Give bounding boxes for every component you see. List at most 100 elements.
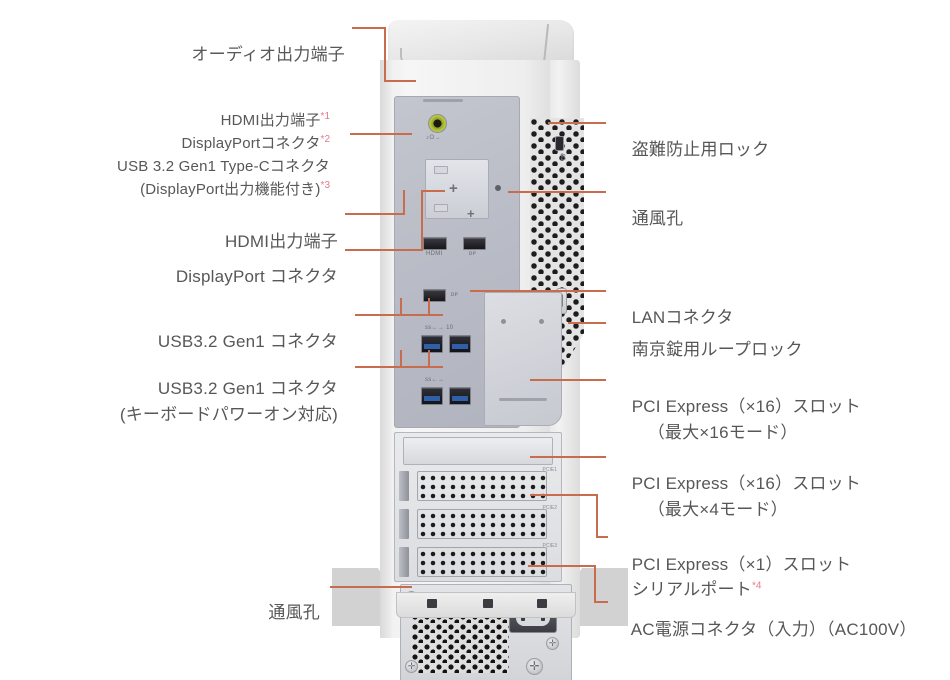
footnote-3: *3 [320,179,330,191]
audio-output-jack [429,115,446,132]
pc-chassis-illustration: ₿ ♪Ο→ + HDMI ᴅᴘ + [332,20,628,680]
plate-screw-dot [495,185,501,191]
psu-screw-mid-right: ✛ [546,637,559,650]
leader-pcie16-a [530,379,606,381]
panel-slot-line [499,398,547,401]
audio-jack-glyph: ♪Ο→ [426,135,442,141]
inner-side-panel [484,292,562,426]
label-usb32-gen1-lower: USB3.2 Gen1 コネクタ [157,378,338,398]
leader-pcie16-b [530,456,606,458]
usb32-gen1-port-upper-2 [449,335,471,353]
hdmi-port-1-glyph: HDMI [426,251,443,257]
label-hdmi-output-1: HDMI出力端子*1 [220,110,330,129]
label-pcie16-b: PCI Express（×16）スロット [631,473,862,493]
leader-video-group [350,133,412,135]
hdmi-port-1 [423,237,447,250]
foot-pad-center [483,599,493,608]
slot-tag-3: PCIE3 [542,543,557,549]
displayport-1 [463,237,486,250]
usb32-gen1-port-lower-1 [421,387,443,405]
expansion-slot-bay: PCIE1 PCIE2 PCIE3 [394,432,562,582]
lock-icon: ₿ [560,153,566,162]
plate-tab-bottom [434,204,448,212]
chassis-foot-strip [396,592,576,618]
leader-lan [470,290,606,292]
label-usb32-gen1-lower-sub: (キーボードパワーオン対応) [119,404,338,424]
label-theft-lock: 盗難防止用ロック [631,139,770,159]
displayport-2 [423,289,446,302]
leader-audio-v [384,27,386,81]
leader-dp2-h [345,249,423,251]
emblem-plus-icon: + [467,206,475,221]
leader-pcie1-v [596,494,598,537]
label-serial-port: シリアルポート*4 [631,579,762,599]
leader-pcie1-h2 [596,536,608,538]
leader-usb-upper-stub2 [428,298,430,315]
slot-rail-1 [399,471,409,501]
label-audio-output: オーディオ出力端子 [191,44,345,64]
label-ac-power-inlet: AC電源コネクタ（入力）（AC100V） [630,619,917,639]
leader-usb-lower-stub1 [400,350,402,367]
footnote-2: *2 [320,133,330,145]
blank-slot-bar [403,437,553,465]
panel-dimple-right [539,319,544,324]
plate-tab-top [434,166,448,174]
label-ventilation-bottom: 通風孔 [268,602,320,622]
leader-ac-h2 [594,601,608,603]
leader-pcie1-h1 [530,494,598,496]
leader-audio-h1 [352,27,386,29]
leader-dp2-h2 [421,190,445,192]
leader-ac-h1 [528,565,596,567]
leader-vent-upper [508,191,606,193]
usb32-gen1-port-lower-2 [449,387,471,405]
leader-padlock [568,322,606,324]
leader-dp2-v [421,190,423,250]
label-hdmi-output-2: HDMI出力端子 [224,231,338,251]
foot-pad-right [537,599,547,608]
plus-screw-icon: + [449,180,458,197]
foot-pad-left [427,599,437,608]
usb-lower-glyph: ss←→ [425,377,445,383]
leader-usb-upper-stub1 [400,298,402,315]
leader-audio-h2 [384,80,416,82]
usb-upper-glyph: ss←→ 10 [425,325,454,331]
label-usb-typec-sub: (DisplayPort出力機能付き)*3 [140,179,330,198]
leader-theft-lock [548,122,606,124]
label-pcie1: PCI Express（×1）スロット [631,554,852,574]
leader-usb-lower-stub2 [428,350,430,367]
leader-vent-bottom [330,586,412,588]
label-usb-typec: USB 3.2 Gen1 Type-Cコネクタ [117,157,330,175]
label-lan-connector: LANコネクタ [631,307,734,327]
displayport-2-glyph: ᴅᴘ [451,292,459,298]
slot-tag-1: PCIE1 [542,467,557,473]
slot-tag-2: PCIE2 [542,505,557,511]
psu-screw-bottom-left: ✛ [405,660,418,673]
pcie-slot-cover-1 [417,471,547,501]
leader-usb-lower-h [355,366,443,368]
blank-expansion-plate: + [425,159,489,219]
footnote-4: *4 [751,579,762,591]
label-padlock-loop: 南京錠用ループロック [631,339,803,359]
slot-rail-3 [399,547,409,577]
chassis-left-bezel [380,60,392,638]
security-lock-slot [555,136,564,151]
footnote-1: *1 [320,110,330,122]
label-displayport-2: DisplayPort コネクタ [175,266,338,286]
pcie-slot-cover-2 [417,509,547,539]
leader-hdmi2-h [345,213,405,215]
chassis-body: ₿ ♪Ο→ + HDMI ᴅᴘ + [380,60,584,680]
leader-ac-v [594,565,596,602]
label-usb32-gen1-upper: USB3.2 Gen1 コネクタ [157,331,338,351]
pcie-slot-cover-3 [417,547,547,577]
displayport-1-glyph: ᴅᴘ [469,251,477,257]
leader-usb-upper-h [355,314,443,316]
label-ventilation-upper: 通風孔 [631,208,684,228]
label-pcie16-a: PCI Express（×16）スロット [631,396,862,416]
leader-hdmi2-v [403,190,405,214]
usb32-gen1-port-upper-1 [421,335,443,353]
label-pcie16-a-sub: （最大×16モード） [647,422,798,442]
panel-dimple-left [501,319,506,324]
psu-thumbscrew: ✛ [526,658,543,675]
label-pcie16-b-sub: （最大×4モード） [647,499,788,519]
